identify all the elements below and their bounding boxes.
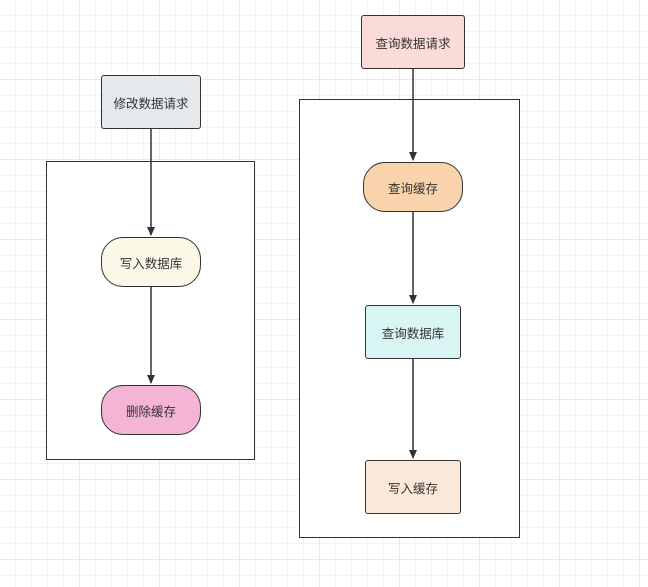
modify-data-request-node[interactable]: 修改数据请求 [101,75,201,129]
query-database-node[interactable]: 查询数据库 [365,305,461,359]
query-data-request-label: 查询数据请求 [375,35,451,51]
query-data-request-node[interactable]: 查询数据请求 [361,15,465,69]
write-database-node[interactable]: 写入数据库 [101,237,201,287]
query-cache-label: 查询缓存 [387,180,438,196]
write-cache-node[interactable]: 写入缓存 [365,460,461,514]
delete-cache-node[interactable]: 删除缓存 [101,385,201,435]
modify-data-request-label: 修改数据请求 [113,95,189,111]
delete-cache-label: 删除缓存 [125,403,176,419]
write-database-label: 写入数据库 [119,255,183,271]
query-database-label: 查询数据库 [381,325,445,341]
write-cache-label: 写入缓存 [387,480,438,496]
query-cache-node[interactable]: 查询缓存 [363,162,463,212]
